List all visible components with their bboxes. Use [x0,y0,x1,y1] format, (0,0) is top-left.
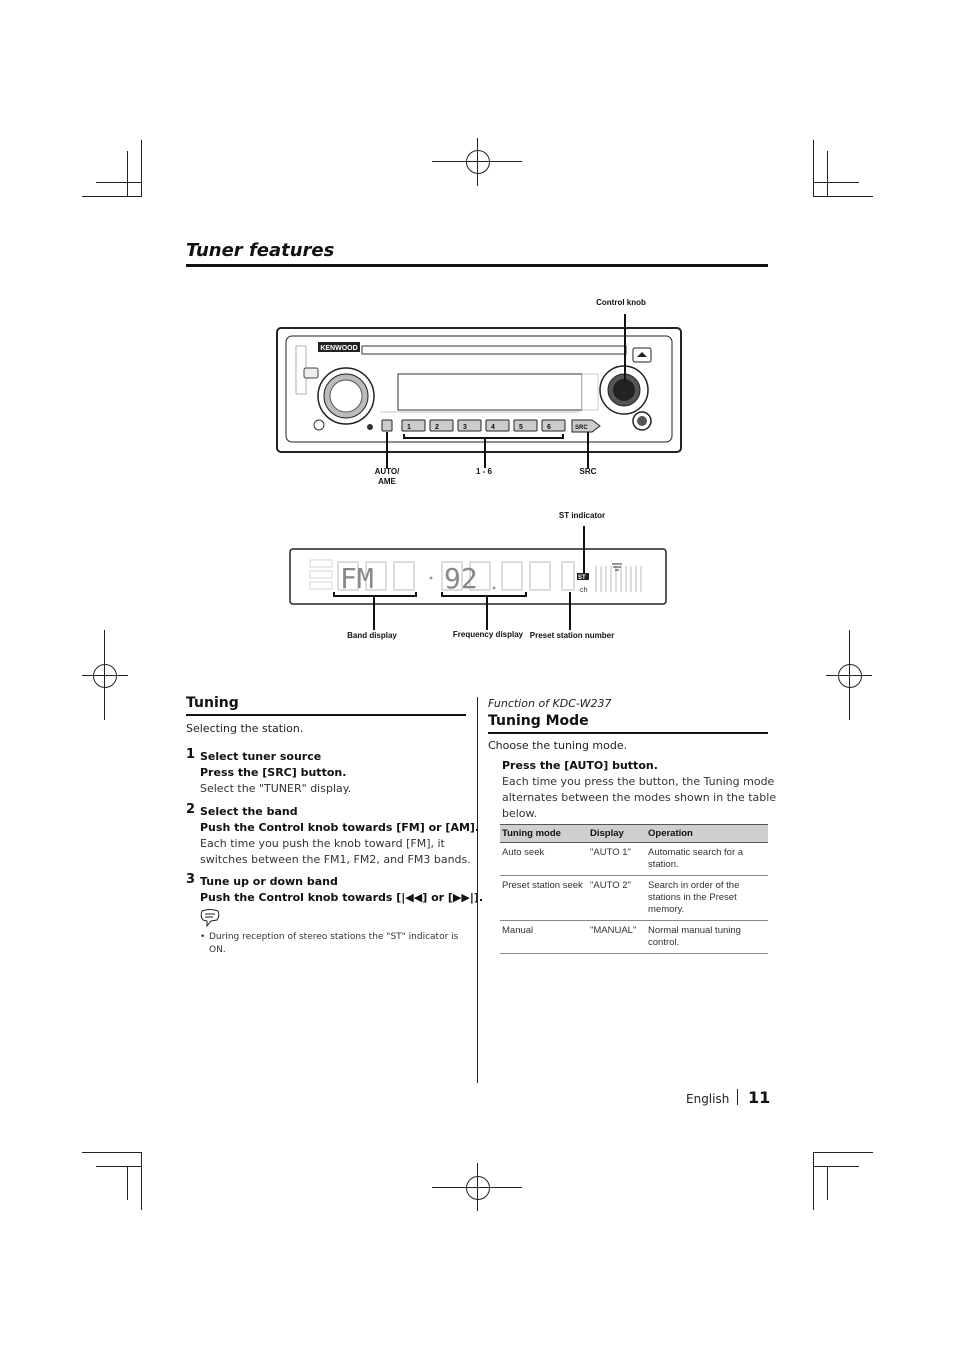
callout-presets: 1 - 6 [475,467,492,476]
tuning-mode-rule [488,732,768,734]
step-1-action: Press the [SRC] button. [200,766,347,779]
lcd-frequency: 92 [444,562,478,595]
note-line1: During reception of stereo stations the … [209,932,459,942]
tuning-mode-detail-line3: below. [502,807,538,820]
table-cell: Auto seek [500,842,588,876]
preset-button-1: 1 [407,424,411,431]
preset-button-6: 6 [547,424,551,431]
src-button: SRC [575,425,588,431]
tuning-mode-table: Tuning mode Display Operation Auto seek … [500,824,768,954]
table-cell: "MANUAL" [588,920,646,954]
callout-control-knob: Control knob [596,298,646,307]
table-cell: Search in order of the stations in the P… [646,875,768,921]
preset-button-4: 4 [491,424,495,431]
step-2-number: 2 [186,802,196,817]
tuning-mode-intro: Choose the tuning mode. [488,739,628,752]
brand-logo: KENWOOD [320,345,357,352]
function-of-label: Function of KDC-W237 [488,697,612,710]
table-cell: Normal manual tuning control. [646,920,768,954]
step-2-action: Push the Control knob towards [FM] or [A… [200,821,480,834]
step-2-detail-line1: Each time you push the knob toward [FM],… [200,837,445,850]
table-cell: Preset station seek [500,875,588,921]
page-title: Tuner features [186,240,335,261]
footer-language: English [686,1092,730,1106]
tuning-mode-detail-line2: alternates between the modes shown in th… [502,791,777,804]
lcd-ch: ch [580,587,588,594]
lcd-band: FM [340,562,374,595]
lcd-st-indicator: ST [578,575,586,581]
callout-auto-ame: AUTO/AME [374,467,400,486]
tuning-rule [186,714,466,716]
title-rule [186,264,768,267]
table-cell: Manual [500,920,588,954]
table-row: Manual "MANUAL" Normal manual tuning con… [500,920,768,954]
note-bullet: • [200,932,206,942]
table-cell: Automatic search for a station. [646,842,768,876]
table-row: Preset station seek "AUTO 2" Search in o… [500,875,768,921]
tuning-mode-heading: Tuning Mode [488,713,589,729]
callout-band-display: Band display [347,631,397,640]
preset-button-3: 3 [463,424,467,431]
callout-frequency-display: Frequency display [452,630,524,639]
lcd-illustration: FM 92 ST ch [289,526,667,630]
table-header-tuning-mode: Tuning mode [500,824,588,843]
step-3-action: Push the Control knob towards [|◀◀] or [… [200,891,484,904]
step-1-number: 1 [186,747,196,762]
callout-preset-station-number: Preset station number [529,631,615,640]
note-line2: ON. [209,945,226,955]
step-2-detail-line2: switches between the FM1, FM2, and FM3 b… [200,853,471,866]
step-1-title: Select tuner source [200,750,322,763]
preset-button-2: 2 [435,424,439,431]
note-icon [200,909,220,927]
table-cell: "AUTO 1" [588,842,646,876]
step-1-detail: Select the "TUNER" display. [200,782,352,795]
column-divider [477,697,478,1083]
callout-src: SRC [579,467,597,476]
table-cell: "AUTO 2" [588,875,646,921]
table-header-display: Display [588,824,646,843]
footer-divider [737,1089,738,1105]
callout-st-indicator: ST indicator [558,511,606,520]
step-2-title: Select the band [200,805,298,818]
step-3-title: Tune up or down band [200,875,338,888]
tuning-mode-action: Press the [AUTO] button. [502,759,658,772]
table-header-operation: Operation [646,824,768,843]
tuning-heading: Tuning [186,695,239,711]
step-3-number: 3 [186,872,196,887]
page-number: 11 [748,1088,771,1107]
table-header-row: Tuning mode Display Operation [500,824,768,843]
table-row: Auto seek "AUTO 1" Automatic search for … [500,842,768,876]
head-unit-illustration: KENWOOD 1 2 3 4 5 6 SRC [276,314,682,468]
tuning-mode-detail-line1: Each time you press the button, the Tuni… [502,775,775,788]
preset-button-5: 5 [519,424,523,431]
tuning-intro: Selecting the station. [186,722,304,735]
